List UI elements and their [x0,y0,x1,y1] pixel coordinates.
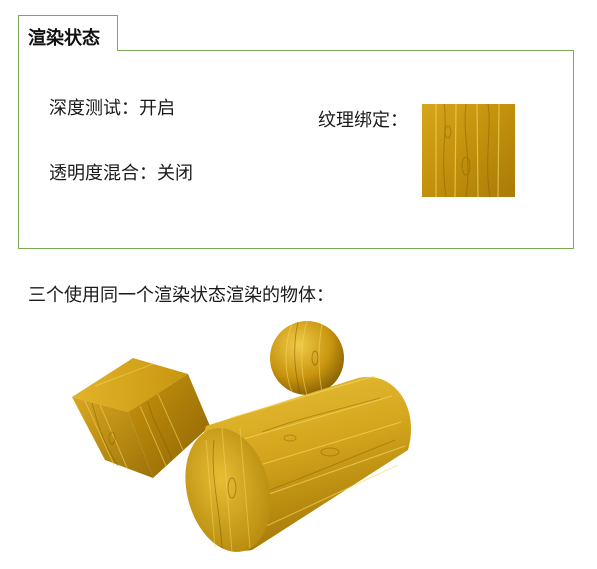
render-state-panel: 深度测试：开启 透明度混合：关闭 纹理绑定： [18,50,574,249]
objects-caption: 三个使用同一个渲染状态渲染的物体： [28,285,334,306]
depth-test-state: 深度测试：开启 [49,98,175,119]
wood-texture-swatch [422,104,515,197]
wood-sphere [270,320,344,396]
wood-cylinder [185,375,412,553]
rendered-objects-scene [72,320,412,553]
wood-cube [72,358,210,478]
render-state-tab: 渲染状态 [18,15,118,51]
blending-state: 透明度混合：关闭 [49,163,193,184]
render-state-title: 渲染状态 [28,28,100,49]
texture-binding-label: 纹理绑定： [318,110,408,131]
